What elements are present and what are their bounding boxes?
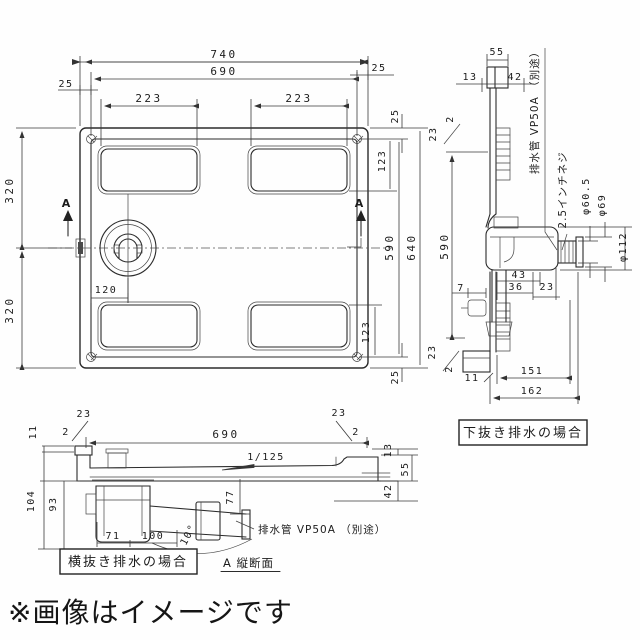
dim-25-right-top: 25 [390,108,401,123]
dim-55-side: 55 [489,47,504,58]
dim-690-aa: 690 [212,428,239,441]
slope-1-125: 1/125 [247,452,285,463]
dim-23-aa-right: 23 [331,408,346,419]
side-drain-caption-box [59,548,198,575]
dim-42-aa: 42 [383,483,394,498]
dim-13-aa: 13 [383,442,394,457]
dim-100: 100 [142,531,165,542]
bottom-drain-caption: 下抜き排水の場合 [463,425,583,441]
aa-right-dims [334,448,418,502]
dim-740: 740 [210,48,237,61]
dim-25-top-left: 25 [58,79,73,90]
dim-104: 104 [26,490,37,513]
dim-dia-112: φ112 [618,232,629,262]
dim-123-right-bottom: 123 [361,321,372,344]
dim-43: 43 [511,270,526,281]
side-drain-section-view: 排水管 VP50A （別途） 10° 690 1/125 23 2 23 2 1… [26,408,418,575]
section-label-a-left: A [62,197,71,210]
dim-223-right: 223 [285,92,312,105]
dim-123-right-top: 123 [377,150,388,173]
dim-71: 71 [105,531,120,542]
dim-690: 690 [210,65,237,78]
dim-13-side: 13 [462,72,477,83]
pan-side-profile [462,66,511,373]
dim-23-bottom: 23 [427,344,438,359]
image-disclaimer-text: ※画像はイメージです [8,596,293,629]
section-label-a-right: A [355,197,364,210]
aa-bottom-dims [96,522,178,547]
dim-2-aa-left: 2 [62,427,70,438]
pan-front-profile [74,445,399,482]
aa-top-dims [71,420,369,471]
drain-pipe-label-vertical: 排水管 VP50A （別途） [528,46,541,174]
dim-23-aa-left: 23 [76,409,91,420]
dim-25-top-right: 25 [371,63,386,74]
plan-dimension-lines [16,56,428,382]
anti-vibration-pads [97,145,351,351]
section-arrow-right: A [347,197,366,248]
dim-590-side: 590 [438,232,451,259]
dim-640-plan: 640 [405,233,418,260]
dim-151: 151 [521,366,544,377]
dim-11-aa: 11 [28,424,39,439]
drain-trap-side [461,216,584,337]
dim-dia-69: φ69 [597,194,608,217]
dim-25-right-bottom: 25 [390,369,401,384]
dim-93: 93 [48,496,59,511]
dim-42-side: 42 [507,72,522,83]
dim-320-lower: 320 [3,296,16,323]
dim-23-top: 23 [428,126,439,141]
plan-view: A A [3,48,428,385]
bottom-drain-section-view: 排水管 VP50A （別途） 2.5インチネジ φ60.5 φ69 φ112 5… [427,46,632,446]
side-drain-caption: 横抜き排水の場合 [68,554,188,570]
drain-trap-front [85,448,251,543]
screw-label: 2.5インチネジ [557,151,569,228]
dim-36: 36 [508,282,523,293]
dim-2-bottom: 2 [444,365,455,373]
corner-screw-icons [86,134,364,362]
dim-2-aa-right: 2 [352,427,360,438]
dim-7: 7 [457,283,465,294]
edge-clip [75,238,86,258]
dim-223-left: 223 [135,92,162,105]
section-title-aa: A 縦断面 [223,556,274,570]
dim-dia-60-5: φ60.5 [581,177,592,215]
top-width-dims [456,54,534,92]
dim-320-upper: 320 [3,176,16,203]
side-590-dim [446,151,488,340]
dim-77: 77 [225,489,236,504]
dim-55-aa: 55 [400,461,411,476]
drain-pipe-label-front: 排水管 VP50A （別途） [258,523,386,536]
dim-120-drain-offset: 120 [95,285,118,296]
bottom-width-dims [483,272,580,404]
section-arrow-left: A [62,197,73,237]
dim-23-trap: 23 [539,282,554,293]
dim-11-side: 11 [464,373,479,384]
diameter-dimension-lines [560,222,632,282]
swing-arc [151,538,253,554]
dim-162: 162 [521,386,544,397]
plan-dimension-texts: 740 690 25 25 223 223 320 320 25 123 590… [3,48,418,385]
trap-small-dims [452,268,560,300]
bottom-drain-caption-box [458,419,588,446]
dim-2-top: 2 [445,115,456,123]
drain-trap-plan [99,219,157,277]
dim-590-plan: 590 [383,233,396,260]
